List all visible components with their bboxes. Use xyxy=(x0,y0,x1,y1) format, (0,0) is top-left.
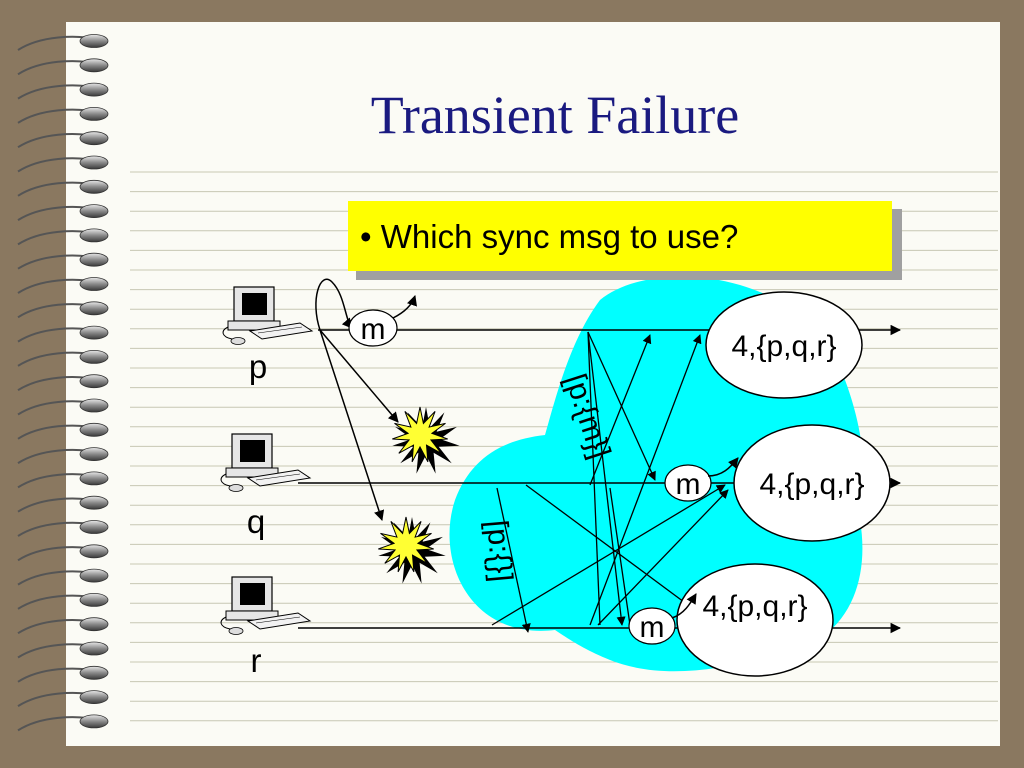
computer-icon xyxy=(220,433,312,492)
process-label-p: p xyxy=(249,348,267,385)
bullet-callout: • Which sync msg to use? xyxy=(348,201,902,280)
m-label-q: m xyxy=(676,468,701,501)
m-arrow-q xyxy=(707,457,739,477)
m-arrow-r xyxy=(671,593,697,619)
process-label-q: q xyxy=(247,503,265,540)
spiral-binding xyxy=(17,34,109,732)
explosion-icon xyxy=(392,406,460,474)
m-circle-p xyxy=(348,309,398,347)
view-label-p: 4,{p,q,r} xyxy=(731,330,836,363)
sync-label-p-empty: [p:{}] xyxy=(480,519,518,583)
msg-to-r-failed xyxy=(319,329,385,521)
m-label-r: m xyxy=(640,611,665,644)
view-label-r: 4,{p,q,r} xyxy=(702,590,807,623)
page-title: Transient Failure xyxy=(371,85,739,145)
computer-icon xyxy=(222,286,314,345)
self-loop-arrow xyxy=(315,278,353,331)
bullet-text: • Which sync msg to use? xyxy=(360,218,738,255)
computer-icon xyxy=(220,576,312,635)
view-ellipse-q xyxy=(733,424,891,542)
explosion-icon xyxy=(378,516,446,584)
view-ellipse-p xyxy=(705,291,863,399)
view-label-q: 4,{p,q,r} xyxy=(759,468,864,501)
m-circle-q xyxy=(664,464,712,502)
callout-box xyxy=(348,201,892,271)
msg-to-q-failed xyxy=(319,329,399,423)
sync-message-lines xyxy=(491,331,729,633)
m-arrow-p xyxy=(392,295,417,319)
view-ellipse-r xyxy=(676,563,834,677)
m-circle-r xyxy=(628,607,676,645)
process-label-r: r xyxy=(251,642,262,679)
m-label-p: m xyxy=(361,313,386,346)
